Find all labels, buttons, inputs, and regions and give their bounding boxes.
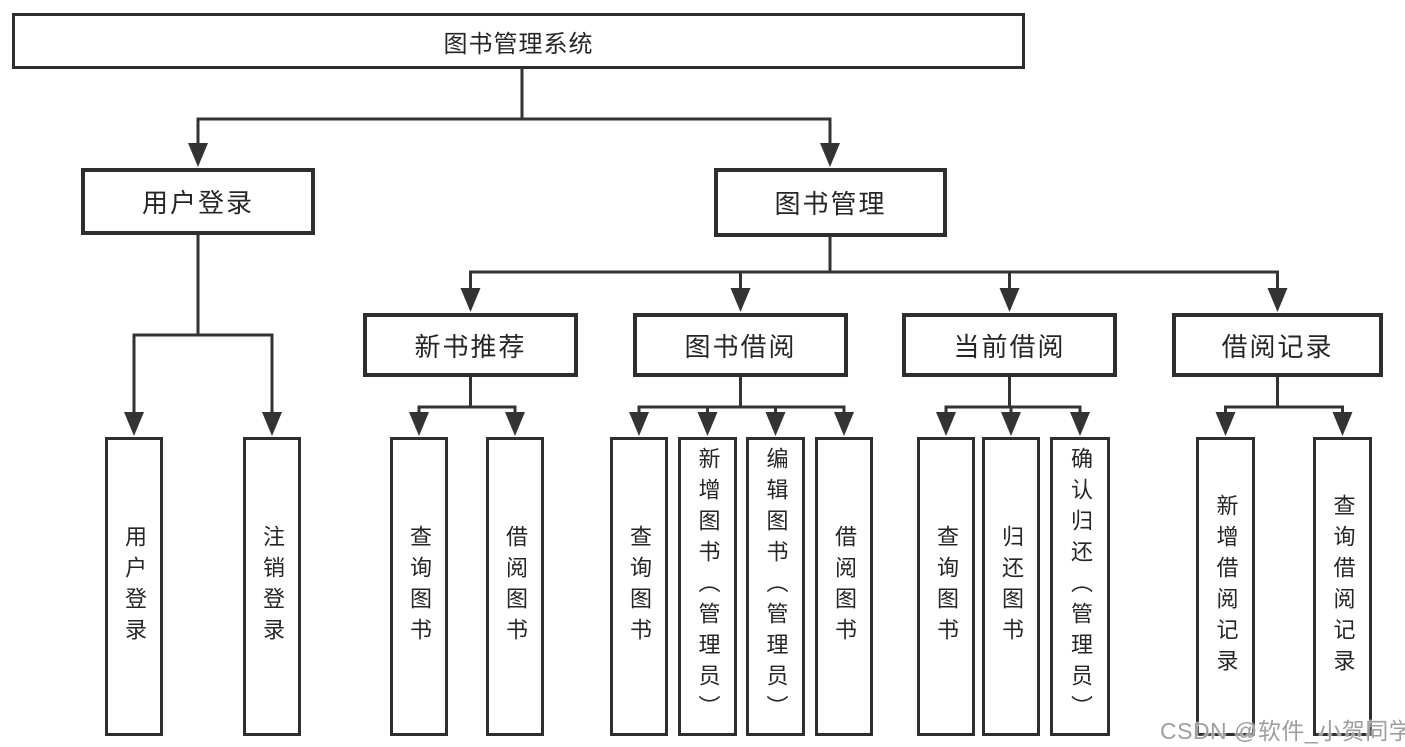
connector-arrowheads bbox=[124, 143, 1353, 436]
leaf-add-book-admin: 新增图书（管理员） bbox=[678, 437, 737, 736]
node-label: 编辑图书（管理员） bbox=[763, 447, 789, 726]
node-book-management: 图书管理 bbox=[714, 168, 947, 237]
node-label: 归还图书 bbox=[999, 524, 1024, 649]
node-label: 新增图书（管理员） bbox=[695, 447, 721, 726]
node-label: 借阅图书 bbox=[503, 524, 528, 649]
node-label: 用户登录 bbox=[122, 524, 147, 649]
node-user-login: 用户登录 bbox=[81, 168, 315, 235]
leaf-add-borrow-record: 新增借阅记录 bbox=[1196, 437, 1255, 736]
leaf-user-login: 用户登录 bbox=[105, 437, 163, 736]
node-label: 确认归还（管理员） bbox=[1068, 447, 1093, 726]
node-label: 当前借阅 bbox=[953, 331, 1066, 362]
node-label: 图书借阅 bbox=[684, 331, 797, 362]
leaf-query-books-borrowing: 查询图书 bbox=[610, 437, 668, 736]
node-label: 图书管理系统 bbox=[443, 30, 594, 58]
node-label: 注销登录 bbox=[260, 524, 285, 649]
node-label: 借阅图书 bbox=[832, 524, 857, 649]
leaf-query-books-recommend: 查询图书 bbox=[390, 437, 448, 736]
leaf-return-book: 归还图书 bbox=[982, 437, 1040, 736]
node-label: 新增借阅记录 bbox=[1213, 493, 1239, 680]
leaf-confirm-return-admin: 确认归还（管理员） bbox=[1050, 437, 1110, 736]
node-label: 用户登录 bbox=[141, 188, 254, 218]
node-label: 图书管理 bbox=[774, 189, 887, 219]
leaf-query-borrow-record: 查询借阅记录 bbox=[1313, 437, 1372, 736]
node-borrowing-records: 借阅记录 bbox=[1172, 313, 1383, 377]
watermark-text: CSDN @软件_小贺同学 bbox=[1160, 718, 1405, 744]
node-current-borrowing: 当前借阅 bbox=[902, 313, 1117, 377]
node-label: 借阅记录 bbox=[1221, 331, 1334, 362]
node-label: 查询图书 bbox=[627, 524, 652, 649]
node-label: 查询图书 bbox=[934, 524, 959, 649]
node-label: 新书推荐 bbox=[414, 331, 527, 362]
leaf-logout: 注销登录 bbox=[243, 437, 301, 736]
leaf-borrow-books-borrowing: 借阅图书 bbox=[815, 437, 873, 736]
node-library-management-system: 图书管理系统 bbox=[12, 13, 1025, 69]
node-new-book-recommendation: 新书推荐 bbox=[363, 313, 578, 377]
node-book-borrowing: 图书借阅 bbox=[633, 313, 848, 377]
node-label: 查询借阅记录 bbox=[1330, 493, 1356, 680]
leaf-edit-book-admin: 编辑图书（管理员） bbox=[746, 437, 805, 736]
leaf-query-books-current: 查询图书 bbox=[917, 437, 975, 736]
node-label: 查询图书 bbox=[407, 524, 432, 649]
leaf-borrow-books-recommend: 借阅图书 bbox=[486, 437, 544, 736]
